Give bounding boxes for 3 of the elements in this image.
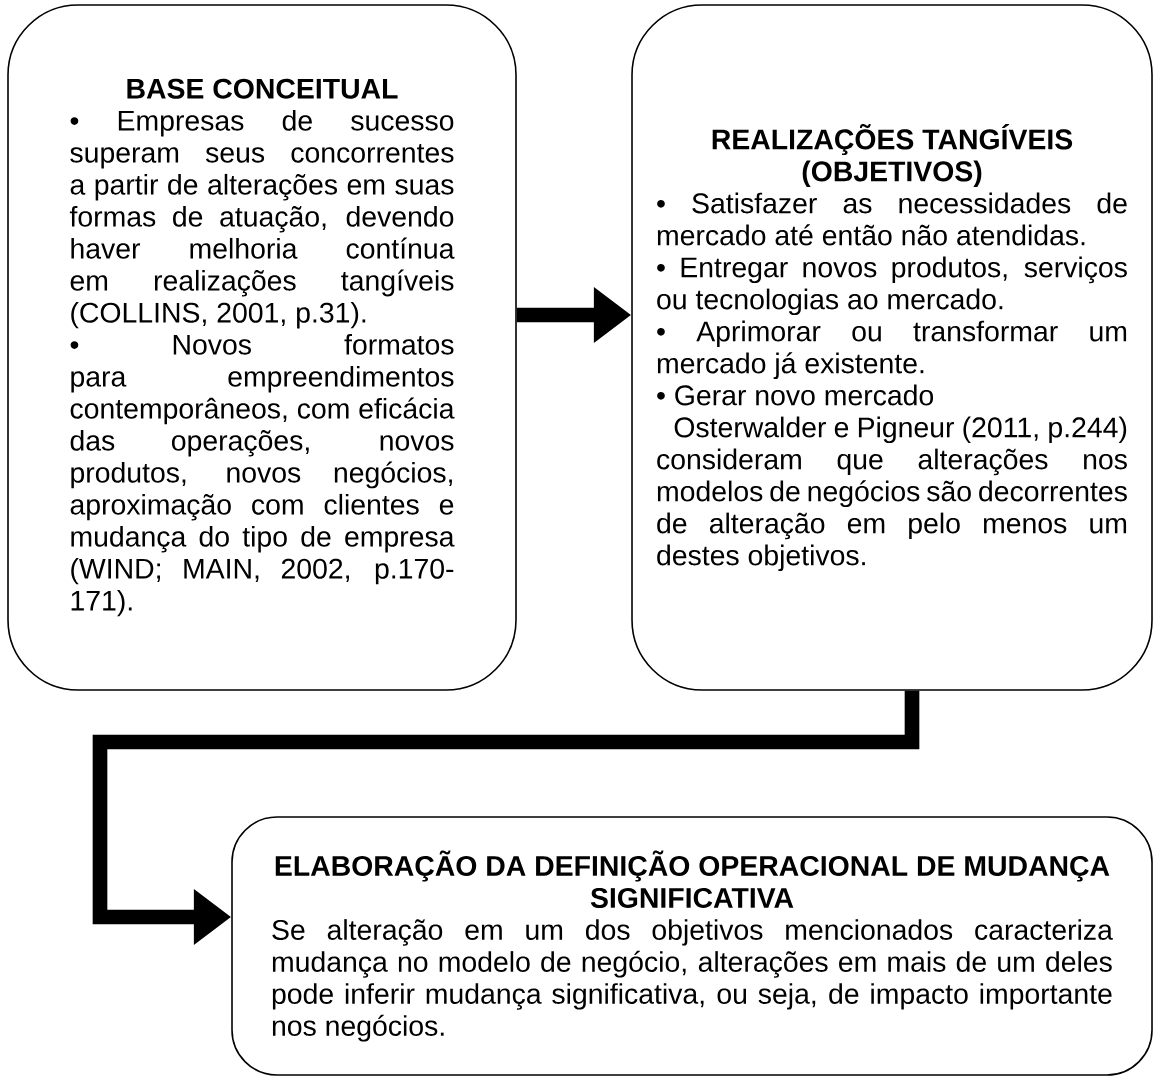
rounded-box: BASE CONCEITUAL • Empresas de sucesso superam seus concorrentes a partir de alterações em suas formas de atuação, devendo haver melhoria contínua em realizações tangíveis (COLLINS, 2001, p.31). • Novos formatos para empreendimentos contemporâneos, com eficácia das operações, novos produtos, novos negócios, aproximação com clientes e mudança do tipo de empresa (WIND; MAIN, 2002, p.170-171).: [7, 4, 517, 691]
rounded-box: REALIZAÇÕES TANGÍVEIS (OBJETIVOS) • Satisfazer as necessidades de mercado até então não atendidas. • Entregar novos produtos, serviços ou tecnologias ao mercado. • Aprimorar ou transformar um mercado já existente. • Gerar novo mercado Osterwalder e Pigneur (2011, p.244) consideram que alterações nos modelos de negócios são decorrentes de alteração em pelo menos um destes objetivos.: [631, 4, 1153, 691]
rounded-box: ELABORAÇÃO DA DEFINIÇÃO OPERACIONAL DE MUDANÇA SIGNIFICATIVA Se alteração em um dos objetivos mencionados caracteriza mudança no modelo de negócio, alterações em mais de um deles pode inferir mudança significativa, ou seja, de impacto importante nos negócios.: [231, 816, 1153, 1076]
